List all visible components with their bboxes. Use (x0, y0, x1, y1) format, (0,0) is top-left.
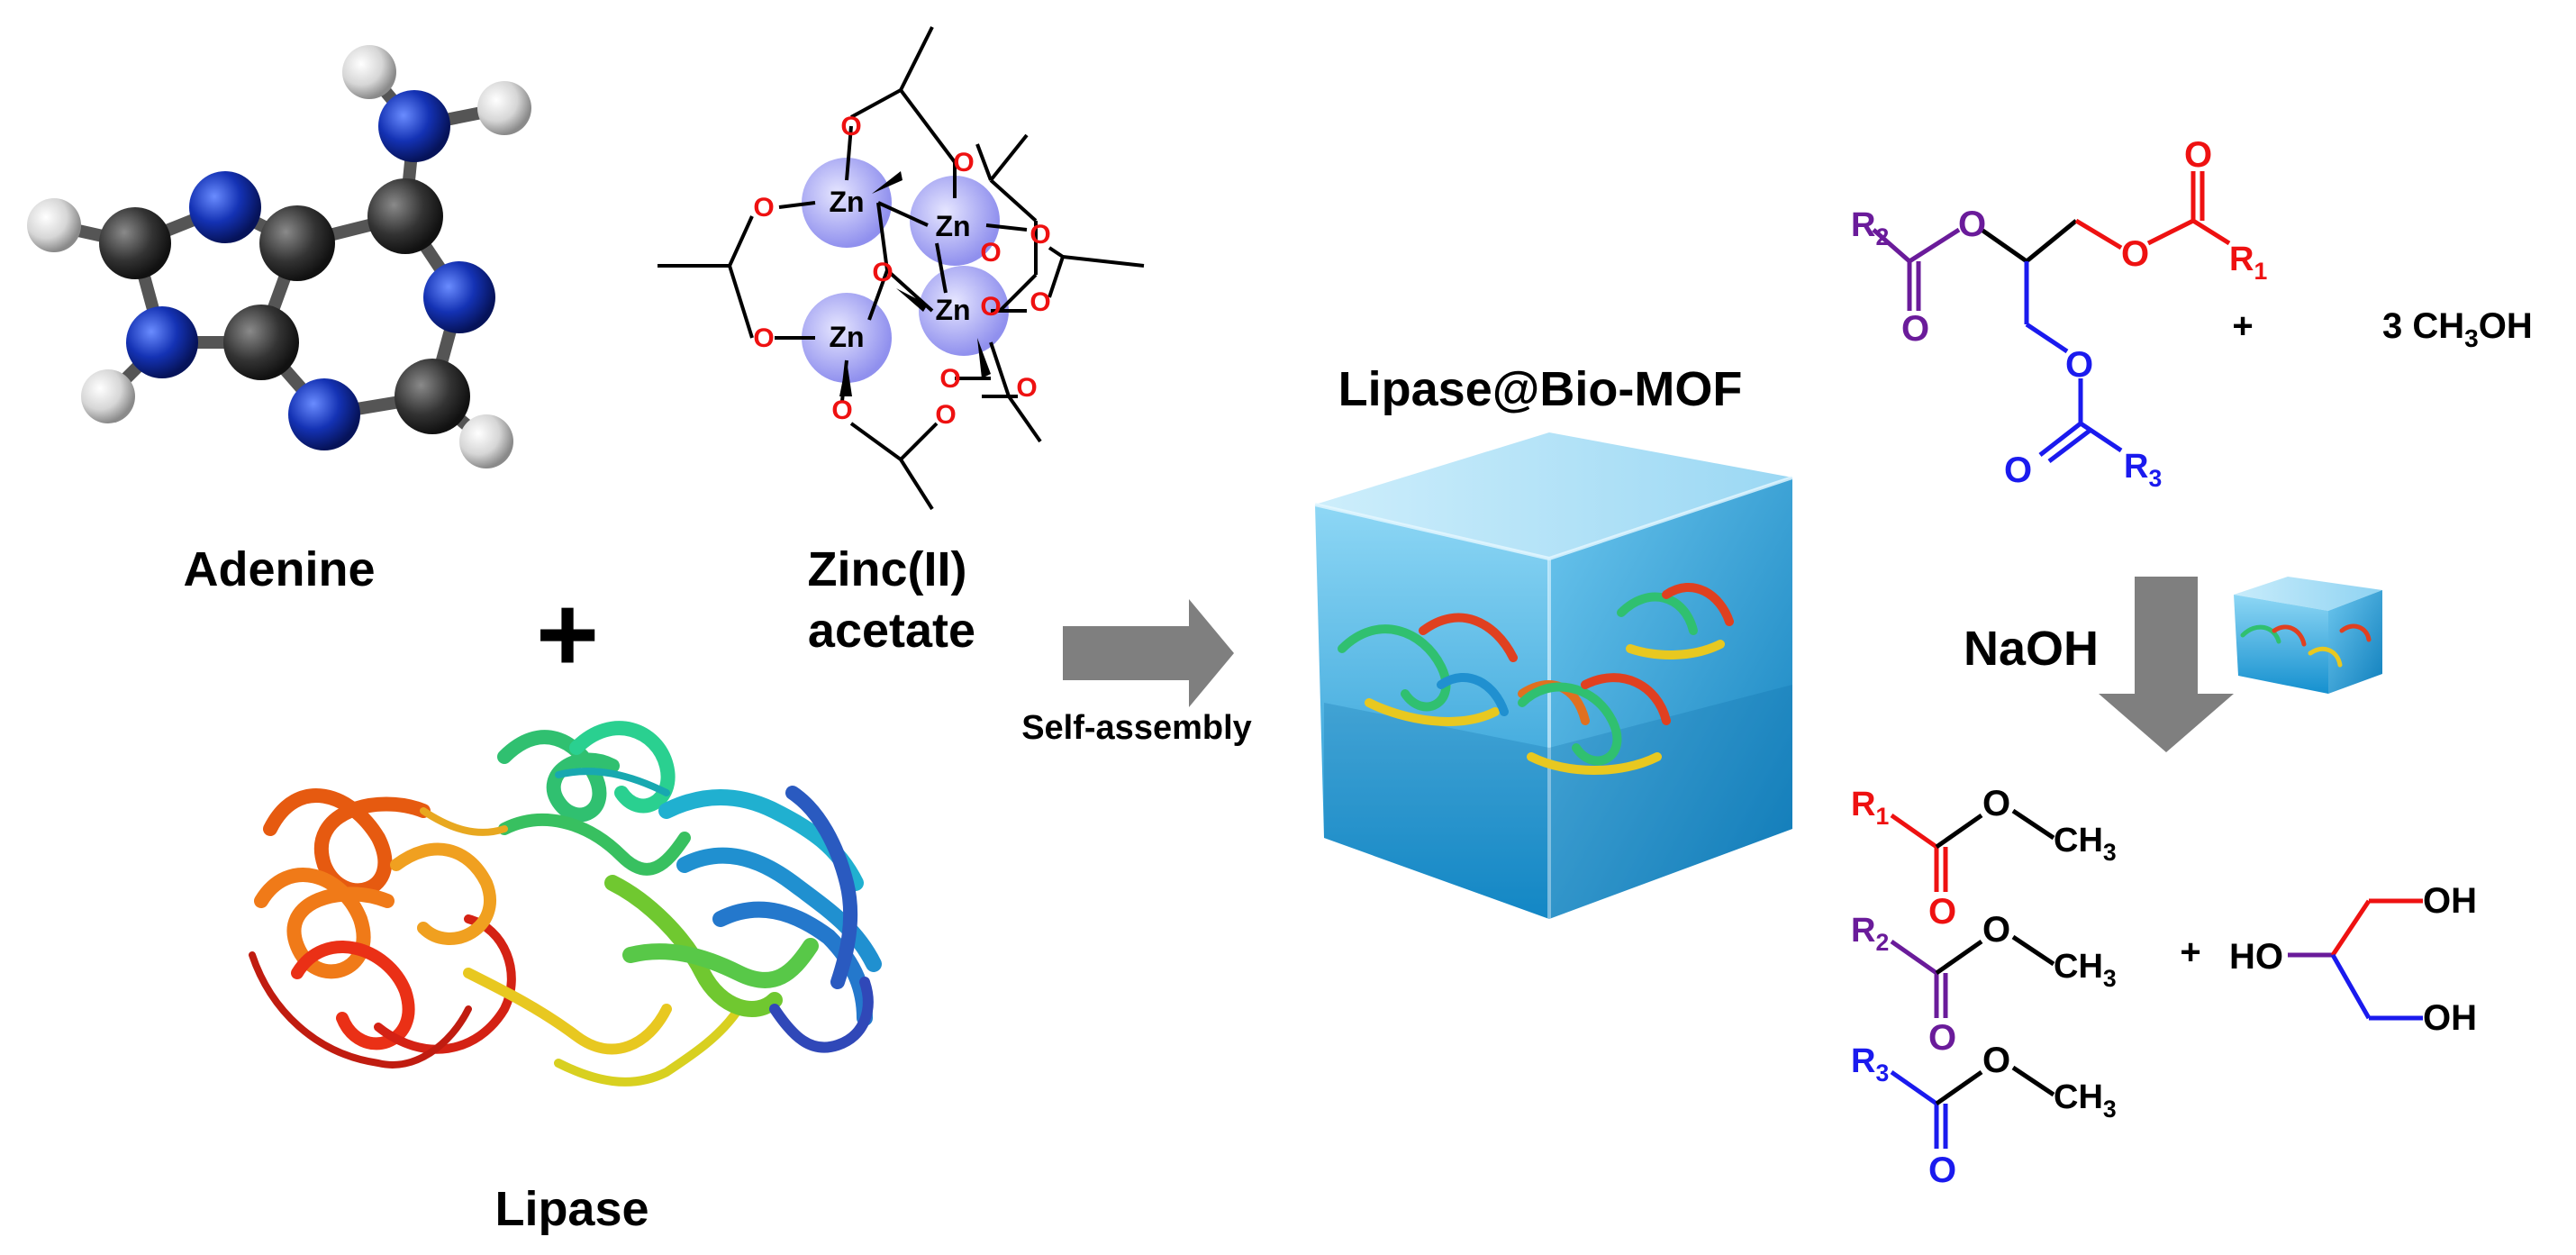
mof-encapsulated-enzyme (1338, 613, 1590, 726)
ester-oxygen: O (1982, 910, 2010, 950)
zinc-atom: Zn (935, 294, 970, 326)
oxygen-atom: O (831, 396, 852, 425)
self-assembly-label: Self-assembly (1021, 709, 1252, 747)
glycerol-oh-top: OH (2423, 881, 2477, 921)
carbonyl-oxygen: O (1928, 1150, 1956, 1190)
svg-text:R2: R2 (1851, 912, 1889, 956)
carbonyl-oxygen: O (2004, 450, 2032, 490)
oxygen-atom: O (840, 112, 861, 141)
ester-oxygen: O (1982, 784, 2010, 823)
oxygen-atom: O (753, 323, 774, 353)
adenine-molecule (27, 45, 531, 468)
r3-group: R3 (2124, 448, 2162, 492)
zinc-atom: Zn (829, 186, 864, 218)
naoh-label: NaOH (1964, 622, 2099, 676)
methyl-group: CH3 (2054, 1078, 2117, 1123)
ester-oxygen: O (1982, 1041, 2010, 1080)
glycerol-oh-bottom: OH (2423, 998, 2477, 1038)
oxygen-atom: O (1029, 287, 1050, 317)
oxygen-atom: O (1016, 373, 1037, 403)
oxygen-atom: O (872, 258, 893, 287)
r3-group: R (1851, 1042, 1875, 1080)
oxygen-atom: O (2065, 345, 2093, 385)
zn-sphere (802, 158, 892, 248)
methyl-ester-3: R3 O O CH3 (1851, 1041, 2117, 1190)
svg-text:R1: R1 (1851, 786, 1889, 830)
methyl-group: CH3 (2054, 948, 2117, 992)
oxygen-atom: O (980, 238, 1001, 268)
zinc-acetate-cluster: O O O O O O O O O O O O O Zn Zn Zn Zn (658, 26, 1145, 511)
zinc-atom: Zn (829, 321, 864, 353)
lipase-label: Lipase (494, 1182, 649, 1236)
svg-text:R3: R3 (1851, 1042, 1889, 1087)
carbonyl-oxygen: O (2184, 135, 2212, 175)
methyl-group: CH3 (2054, 822, 2117, 866)
oxygen-atom: O (753, 193, 774, 223)
oxygen-atom: O (2121, 234, 2149, 274)
methyl-ester-2: R2 O O CH3 (1851, 910, 2117, 1058)
methyl-ester-1: R1 O O CH3 (1851, 784, 2117, 932)
plus-sign-methanol: + (2232, 306, 2253, 346)
zinc-acetate-label-line1: Zinc(II) (808, 542, 967, 596)
zn-sphere (919, 266, 1009, 356)
oxygen-atom: O (939, 364, 960, 394)
carbonyl-oxygen: O (1928, 1018, 1956, 1058)
r3-subscript: 3 (1875, 1059, 1889, 1087)
carbonyl-oxygen: O (1901, 309, 1929, 349)
zn-sphere (910, 176, 1000, 266)
catalyst-cube-small (2234, 577, 2382, 694)
oxygen-atom: O (1958, 205, 1986, 244)
r1-group: R (1851, 786, 1875, 823)
r1-subscript: 1 (1875, 803, 1889, 830)
r2-group: R (1851, 912, 1875, 950)
methanol-label: 3 CH3OH (2382, 306, 2533, 352)
glycerol-ho-group: HO (2229, 937, 2283, 977)
zinc-atom: Zn (935, 210, 970, 242)
oxygen-atom: O (935, 400, 956, 430)
mof-encapsulated-enzyme (1617, 582, 1734, 659)
plus-sign-glycerol: + (2180, 932, 2200, 972)
carbonyl-oxygen: O (1928, 892, 1956, 932)
lipase-protein-image (249, 721, 882, 1087)
r2-subscript: 2 (1875, 929, 1889, 956)
mof-cube (1314, 432, 1793, 919)
r1-group: R1 (2229, 241, 2267, 285)
adenine-label: Adenine (183, 542, 375, 596)
r2-group: R2 (1851, 206, 1889, 250)
mof-label: Lipase@Bio-MOF (1338, 362, 1743, 416)
glycerol-structure: HO OH OH (2229, 881, 2477, 1038)
mof-encapsulated-enzyme (1518, 673, 1671, 775)
oxygen-atom: O (1029, 220, 1050, 250)
plus-sign-reactants: + (536, 574, 599, 695)
triglyceride-structure: R2 O O O O R1 O O R3 (1851, 135, 2267, 492)
oxygen-atom: O (953, 148, 974, 177)
self-assembly-arrow (1063, 599, 1234, 707)
oxygen-atom: O (980, 292, 1001, 322)
transesterification-arrow (2099, 577, 2234, 752)
zinc-acetate-label-line2: acetate (808, 604, 975, 658)
